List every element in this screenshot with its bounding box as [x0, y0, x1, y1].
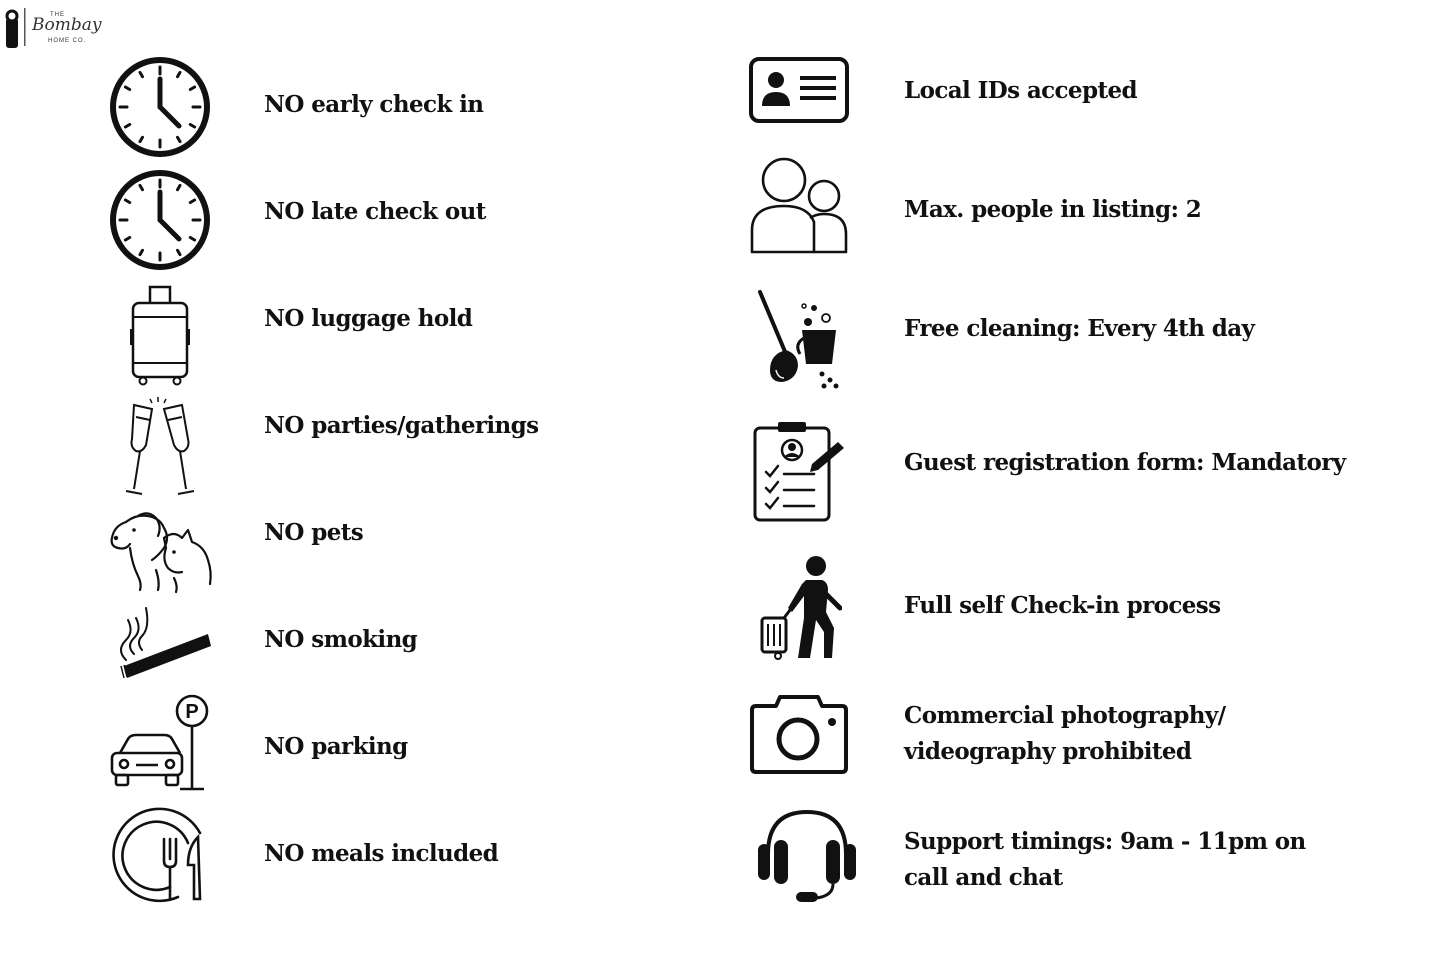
camera-icon — [750, 695, 848, 774]
car-parking-icon: P — [110, 694, 209, 791]
rule-label-late-checkout: NO late check out — [264, 198, 486, 225]
id-card-icon — [749, 57, 849, 123]
rule-label-support-line-1: Support timings: 9am - 11pm on — [904, 828, 1306, 855]
traveler-luggage-icon — [760, 556, 842, 660]
rule-label-free-cleaning: Free cleaning: Every 4th day — [904, 315, 1255, 342]
clipboard-form-icon — [753, 422, 844, 522]
rule-label-local-ids: Local IDs accepted — [904, 77, 1138, 104]
rule-label-parties: NO parties/gatherings — [264, 412, 539, 439]
rule-label-pets: NO pets — [264, 519, 364, 546]
clock-icon — [110, 57, 210, 157]
logo-top-text: THE — [50, 12, 65, 18]
clock-icon — [110, 170, 210, 270]
rule-label-photography-line-1: Commercial photography/ — [904, 702, 1226, 729]
rule-label-support-line-2: call and chat — [904, 864, 1063, 891]
people-icon — [750, 157, 848, 254]
rule-label-photography-line-2: videography prohibited — [904, 738, 1192, 765]
door-hanger-icon — [5, 8, 26, 48]
rule-label-support-timings: Support timings: 9am - 11pm on call and … — [904, 824, 1306, 896]
rule-label-smoking: NO smoking — [264, 626, 418, 653]
cigarette-icon — [120, 607, 211, 679]
rule-label-max-people: Max. people in listing: 2 — [904, 196, 1202, 223]
headset-icon — [758, 809, 856, 902]
rule-label-early-checkin: NO early check in — [264, 91, 484, 118]
luggage-icon — [130, 285, 190, 386]
rule-label-luggage-hold: NO luggage hold — [264, 305, 473, 332]
plate-cutlery-icon — [112, 807, 202, 903]
rule-label-photography: Commercial photography/ videography proh… — [904, 698, 1226, 770]
svg-text:P: P — [185, 701, 198, 723]
brand-logo: THE Bombay HOME CO. — [4, 6, 104, 50]
rule-label-self-checkin: Full self Check-in process — [904, 592, 1221, 619]
dog-cat-icon — [110, 512, 212, 594]
rule-label-meals: NO meals included — [264, 840, 499, 867]
logo-script-text: Bombay — [32, 15, 102, 35]
champagne-glasses-icon — [125, 397, 195, 495]
rule-label-parking: NO parking — [264, 733, 408, 760]
rule-label-registration-form: Guest registration form: Mandatory — [904, 449, 1346, 476]
logo-bottom-text: HOME CO. — [48, 38, 87, 44]
cleaning-mop-bucket-icon — [758, 290, 839, 389]
